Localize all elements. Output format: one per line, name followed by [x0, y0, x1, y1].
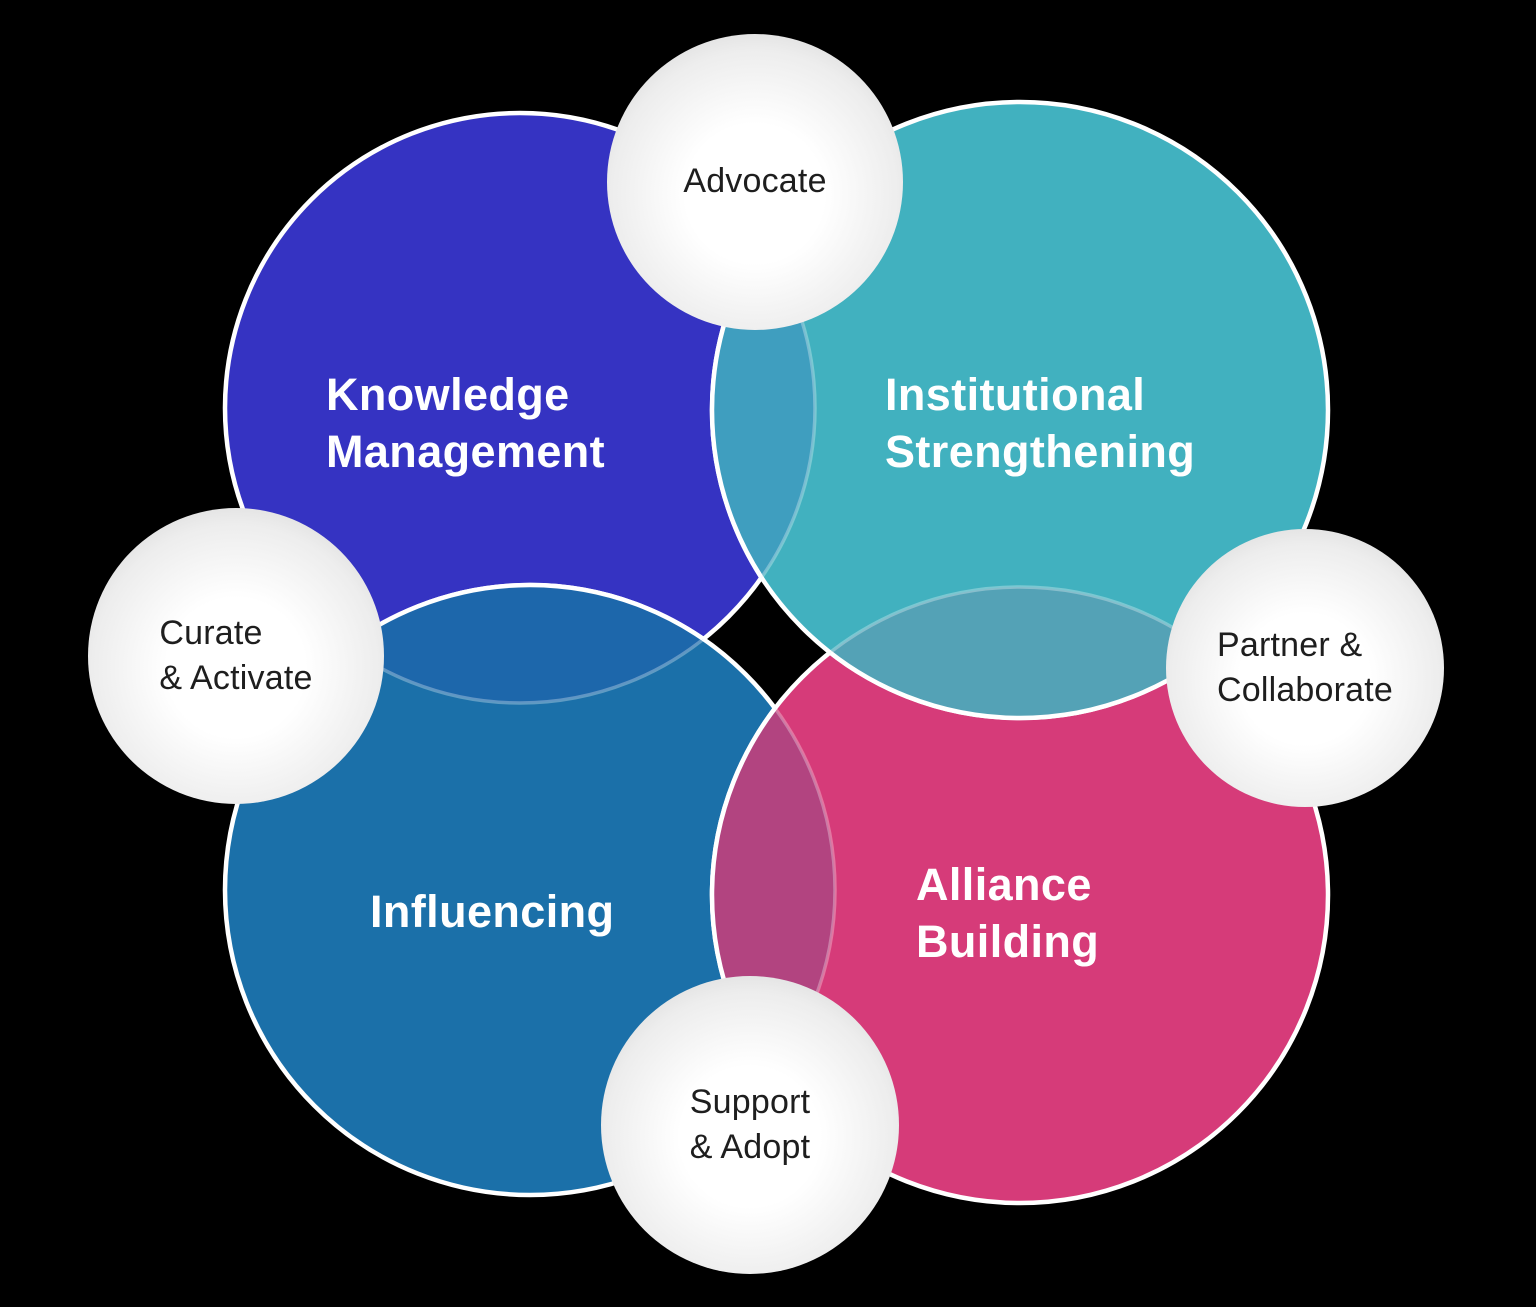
overlap-right-bright-arc: [712, 587, 1328, 721]
overlap-bottom-bright-arc: [709, 585, 835, 1195]
curate-activate-label: Curate & Activate: [159, 613, 313, 697]
support-adopt-node: Support & Adopt: [601, 976, 899, 1274]
support-adopt-label: Support & Adopt: [689, 1082, 811, 1166]
overlap-bottom-faint-arc: [712, 587, 837, 1197]
advocate-label: Advocate: [683, 162, 827, 201]
influencing-label: Influencing: [370, 886, 615, 937]
overlap-top-faint-arc: [712, 111, 817, 705]
overlap-left-bright-arc: [225, 582, 815, 703]
advocate-node: Advocate: [607, 34, 903, 330]
curate-activate-node: Curate & Activate: [88, 508, 384, 804]
institutional-strengthening-label: Institutional Strengthening: [885, 369, 1196, 477]
partner-collaborate-label: Partner & Collaborate: [1216, 625, 1394, 709]
overlap-left-faint-arc: [225, 585, 817, 705]
overlap-top-bright-arc: [709, 113, 815, 703]
partner-collaborate-node: Partner & Collaborate: [1166, 529, 1444, 807]
knowledge-management-label: Knowledge Management: [326, 369, 606, 477]
overlap-right-faint-arc: [712, 585, 1328, 718]
alliance-building-label: Alliance Building: [916, 859, 1100, 967]
